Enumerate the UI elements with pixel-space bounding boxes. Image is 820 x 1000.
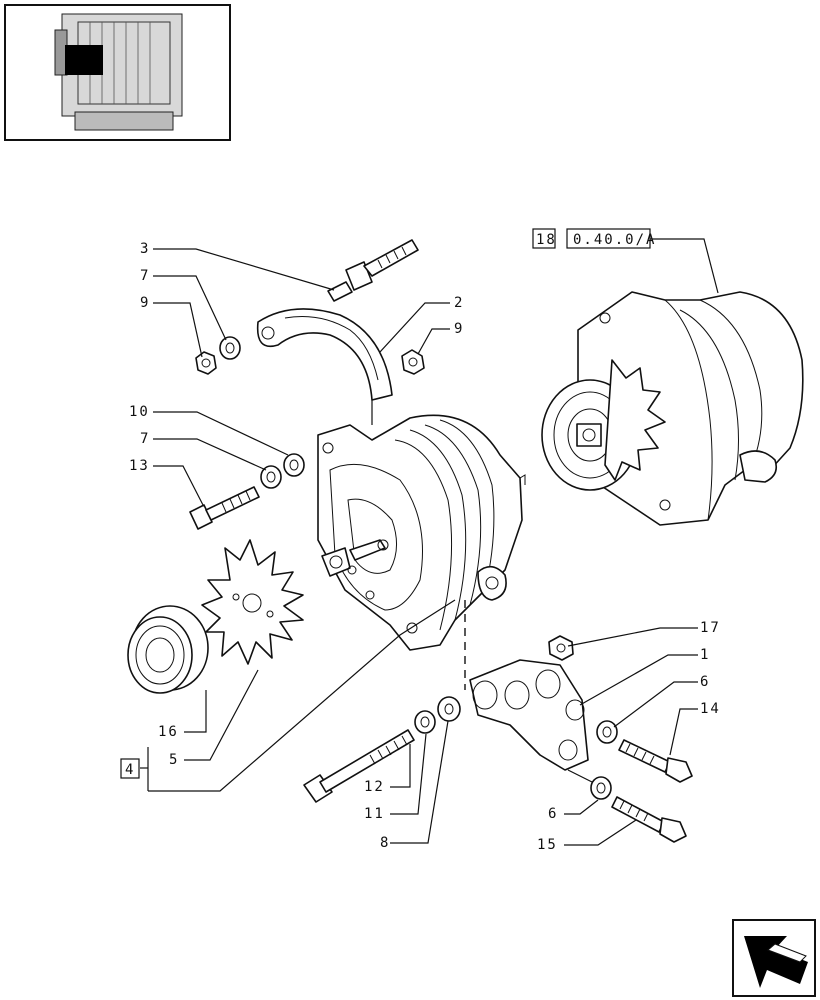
washer-8: [437, 696, 461, 722]
callout-16[interactable]: 16: [158, 724, 179, 740]
callout-9-left[interactable]: 9: [140, 295, 150, 311]
reference-code: 0.40.0/A: [573, 232, 656, 248]
bolt-15: [611, 796, 687, 843]
washer-7-mid: [260, 465, 282, 489]
reference-box-number[interactable]: 18: [532, 228, 557, 249]
callout-3[interactable]: 3: [140, 241, 150, 257]
group-box[interactable]: 4: [120, 758, 140, 779]
next-page-arrow-icon[interactable]: [732, 919, 816, 997]
bolt-14: [618, 739, 693, 783]
reference-box-code[interactable]: 0.40.0/A: [566, 228, 656, 249]
nut-9-right: [401, 349, 425, 375]
callout-6-top[interactable]: 6: [700, 674, 710, 690]
washer-6-top: [596, 720, 618, 744]
nut-9-left: [195, 351, 217, 375]
bolt-12: [303, 729, 415, 803]
washer-6-bottom: [590, 776, 612, 800]
washer-10: [283, 453, 305, 477]
callout-5[interactable]: 5: [169, 752, 179, 768]
bracket-2: [256, 308, 393, 425]
alternator-reference-drawing: [541, 291, 804, 526]
group-number: 4: [125, 762, 135, 778]
bolt-3: [327, 239, 419, 302]
callout-17[interactable]: 17: [700, 620, 721, 636]
nut-17: [548, 635, 574, 661]
engine-thumbnail-icon[interactable]: [4, 4, 231, 141]
callout-12[interactable]: 12: [364, 779, 385, 795]
reference-number: 18: [536, 232, 557, 248]
bolt-13: [189, 486, 260, 530]
callout-7-mid[interactable]: 7: [140, 431, 150, 447]
pulley-16: [127, 605, 209, 694]
washer-11: [414, 710, 436, 734]
callout-11[interactable]: 11: [364, 806, 385, 822]
callout-8[interactable]: 8: [380, 835, 390, 851]
callout-1[interactable]: 1: [700, 647, 710, 663]
callout-6-bottom[interactable]: 6: [548, 806, 558, 822]
alternator-body: [317, 414, 526, 690]
fan-5: [201, 539, 304, 665]
callout-13[interactable]: 13: [129, 458, 150, 474]
callout-9-right[interactable]: 9: [454, 321, 464, 337]
callout-14[interactable]: 14: [700, 701, 721, 717]
washer-7-top: [219, 336, 241, 360]
callout-2[interactable]: 2: [454, 295, 464, 311]
callout-15[interactable]: 15: [537, 837, 558, 853]
callout-7-top[interactable]: 7: [140, 268, 150, 284]
bracket-1: [469, 659, 589, 771]
callout-10[interactable]: 10: [129, 404, 150, 420]
